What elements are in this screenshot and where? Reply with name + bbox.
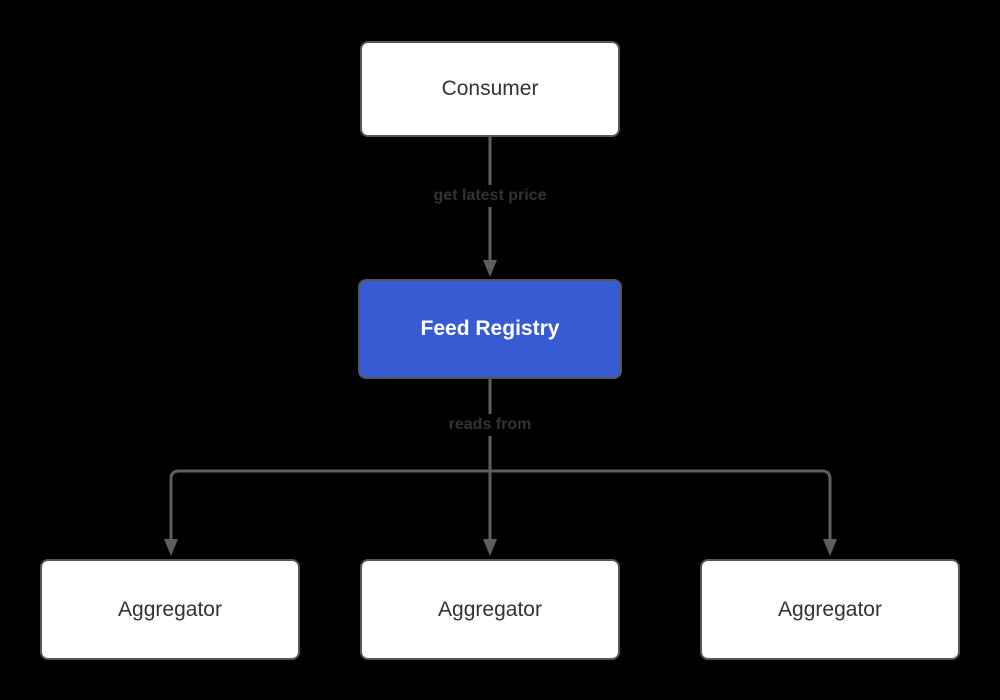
edge-feed-registry-to-aggregator-1 [164,469,490,556]
arrowhead-down-icon [483,539,497,556]
node-feed-registry-label: Feed Registry [420,317,560,340]
node-consumer: Consumer [360,41,620,137]
node-aggregator-2-label: Aggregator [438,597,542,621]
node-aggregator-1-label: Aggregator [118,597,222,621]
node-aggregator-1: Aggregator [40,559,300,660]
arrowhead-down-icon [823,539,837,556]
edge-line [169,469,490,540]
edge-label-reads-from: reads from [440,414,540,436]
node-aggregator-3: Aggregator [700,559,960,660]
node-feed-registry: Feed Registry [358,279,622,379]
edge-feed-registry-to-aggregator-2 [483,379,497,556]
arrowhead-down-icon [483,260,497,277]
edge-line [490,469,832,540]
arrowhead-down-icon [164,539,178,556]
edge-feed-registry-to-aggregator-3 [490,469,837,556]
node-consumer-label: Consumer [441,77,539,100]
edge-label-get-latest-price: get latest price [425,185,555,207]
node-aggregator-3-label: Aggregator [778,597,882,621]
node-aggregator-2: Aggregator [360,559,620,660]
edge-consumer-to-feed-registry [483,137,497,277]
